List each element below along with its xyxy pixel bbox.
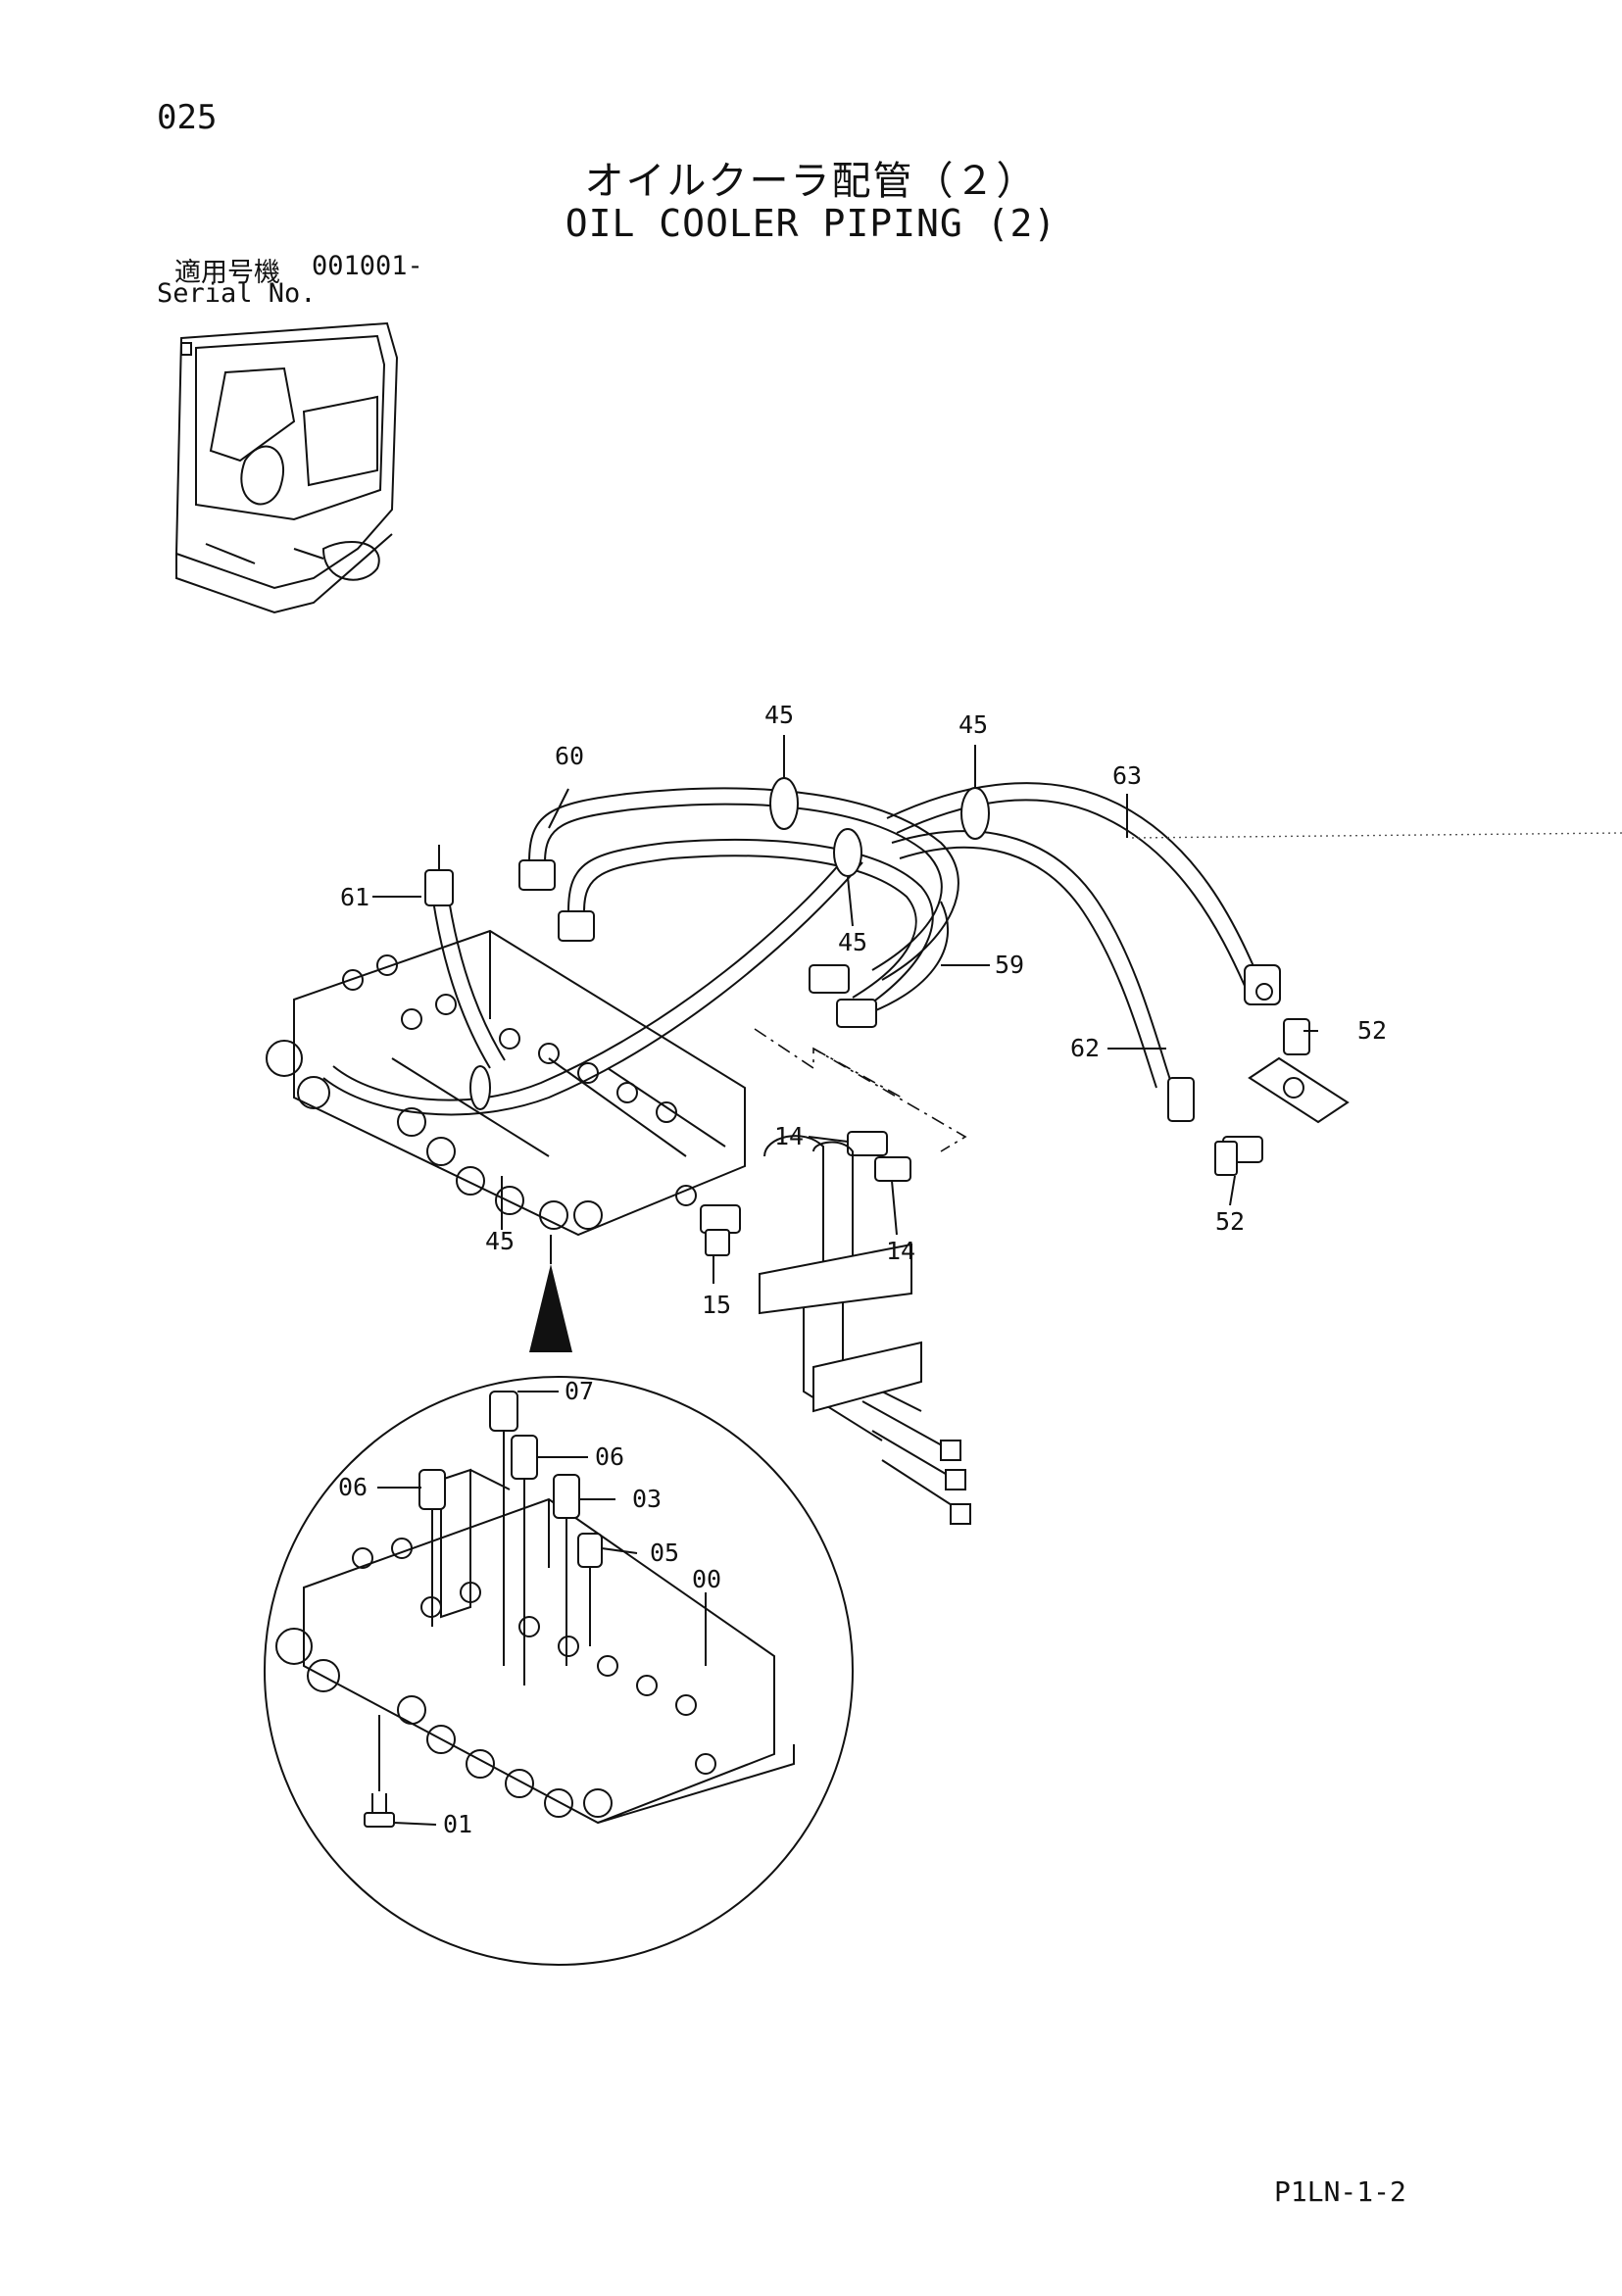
callout-45-mid: 45 (838, 928, 867, 956)
detail-callout-05: 05 (650, 1539, 679, 1567)
detail-callout-03: 03 (632, 1485, 662, 1513)
loose-fittings (700, 1018, 1350, 1256)
callout-52-top: 52 (1357, 1016, 1387, 1045)
callout-labels: 45 45 60 63 61 45 59 52 62 14 14 52 45 1… (338, 701, 1387, 1838)
callout-14-right: 14 (886, 1237, 915, 1265)
detail-callout-06-left: 06 (338, 1473, 368, 1501)
routing-dash-lines (754, 832, 1622, 1152)
callout-15: 15 (702, 1291, 731, 1319)
callout-62: 62 (1070, 1034, 1100, 1062)
sheet-code: P1LN-1-2 (1274, 2175, 1406, 2208)
callout-61: 61 (340, 883, 369, 911)
hose-assembly (322, 782, 1260, 1116)
callout-60: 60 (555, 742, 584, 770)
control-valve-main (266, 929, 746, 1237)
detail-callout-00: 00 (692, 1565, 721, 1593)
control-valve-detail (275, 1391, 795, 1828)
title-japanese: オイルクーラ配管（２） (584, 159, 1038, 204)
callout-14-left: 14 (774, 1122, 804, 1150)
serial-number: 001001- (312, 251, 423, 281)
serial-label-english: Serial No. (157, 278, 317, 309)
detail-arrow (529, 1264, 572, 1352)
pipe-stand (759, 1135, 971, 1525)
detail-callout-01: 01 (443, 1810, 472, 1838)
callout-52-bottom: 52 (1215, 1207, 1245, 1236)
page-number: 025 (157, 98, 218, 137)
detail-callout-07: 07 (565, 1377, 594, 1405)
callout-63: 63 (1112, 761, 1142, 790)
callout-45-bottom: 45 (485, 1227, 515, 1255)
title-english: OIL COOLER PIPING (2) (565, 202, 1057, 245)
detail-callout-06-right: 06 (595, 1442, 624, 1471)
leader-lines (372, 735, 1318, 1826)
callout-45-top-a: 45 (764, 701, 794, 729)
serial-label-japanese: 適用号機 (174, 258, 280, 288)
excavator-cab-thumbnail (174, 321, 399, 614)
callout-59: 59 (995, 951, 1024, 979)
callout-45-top-b: 45 (958, 710, 988, 739)
detail-circle (264, 1376, 854, 1966)
